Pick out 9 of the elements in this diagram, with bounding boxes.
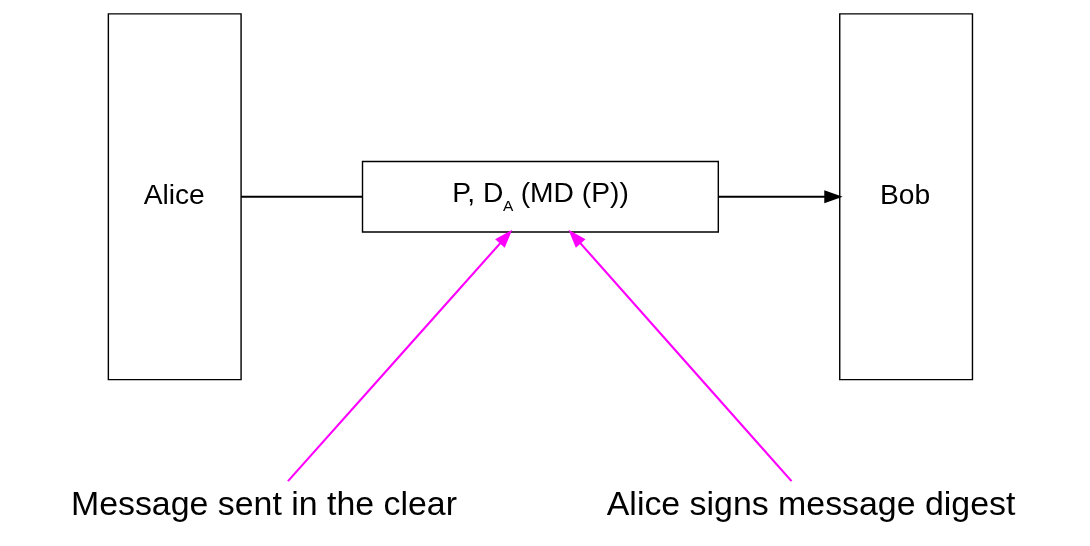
arrow [287,229,513,482]
node-box: P, D$_{A}$ (MD (P)) [361,160,719,233]
node-box: Bob [839,13,974,381]
node-box: Alice [107,13,242,381]
connector [241,195,363,198]
arrow [718,190,843,204]
arrow [568,229,793,482]
node-text: Alice signs message digest [606,484,1016,523]
node-text: Message sent in the clear [70,484,457,523]
